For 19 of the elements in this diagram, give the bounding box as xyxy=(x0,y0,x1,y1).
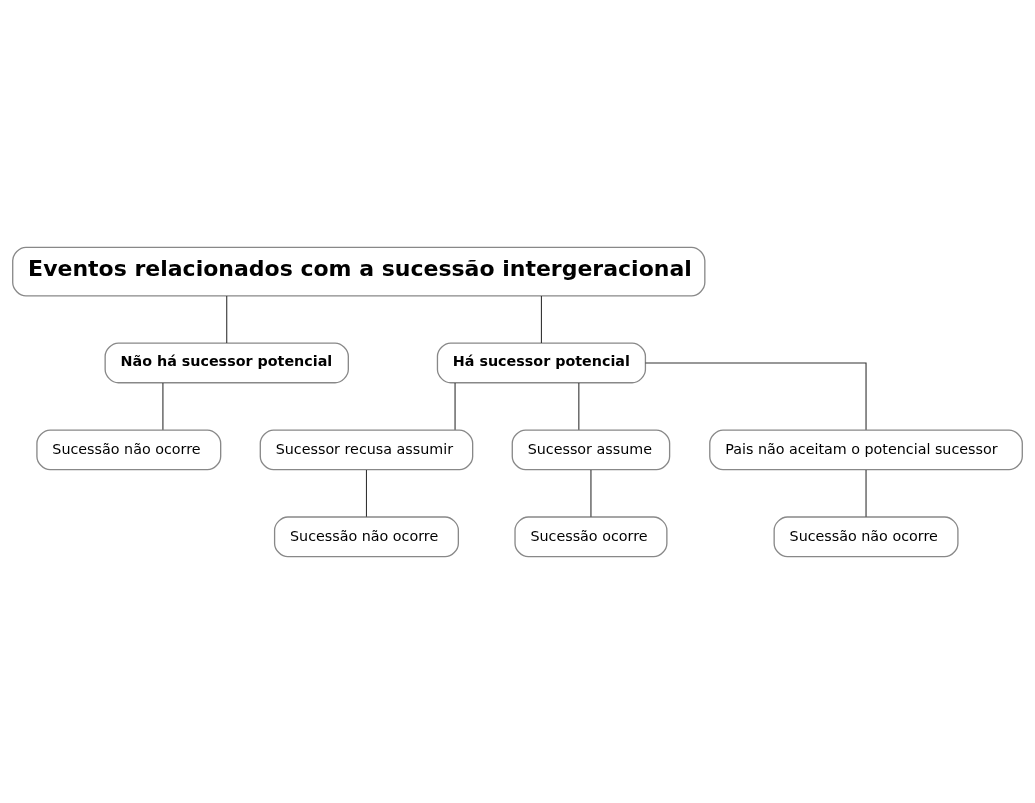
connector xyxy=(540,295,542,344)
connector xyxy=(162,382,164,430)
connector xyxy=(365,468,368,517)
connector xyxy=(454,382,456,430)
node-box: Sucessão não ocorre xyxy=(36,428,222,470)
connector xyxy=(644,361,867,430)
node-box: Pais não aceitam o potencial sucessor xyxy=(709,428,1023,470)
node-box: Há sucessor potencial xyxy=(436,341,647,383)
node-box: Sucessão não ocorre xyxy=(773,515,959,557)
connector xyxy=(865,468,867,517)
connector xyxy=(578,382,580,430)
node-box: Sucessor recusa assumir xyxy=(259,428,474,470)
node-box: Não há sucessor potencial xyxy=(104,341,349,383)
node-box: Sucessor assume xyxy=(511,428,671,470)
node-box: Sucessão ocorre xyxy=(514,515,668,557)
node-box: Sucessão não ocorre xyxy=(273,515,460,557)
connector xyxy=(590,468,592,517)
node-box: Eventos relacionados com a sucessão intergeracional xyxy=(12,246,706,296)
connector xyxy=(226,295,228,344)
